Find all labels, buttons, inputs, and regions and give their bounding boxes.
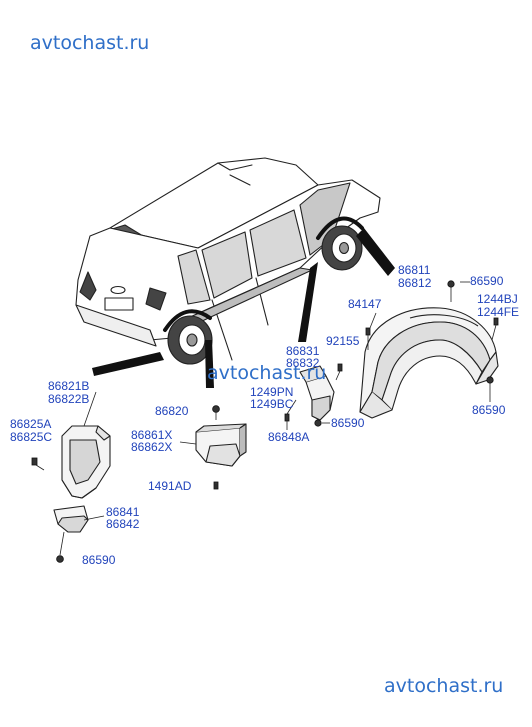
clip-86590-mid: [314, 419, 322, 427]
screw-86825A: [31, 457, 38, 466]
front-wheel-guard: [359, 307, 499, 419]
screw-1249PN: [284, 413, 290, 422]
screw-92155: [337, 363, 343, 372]
car-roof-rail: [217, 162, 253, 171]
car-side-window-front: [249, 209, 307, 277]
part-label-1249PN[interactable]: 1249PN: [250, 385, 294, 399]
car-antenna: [229, 174, 251, 186]
clip-86590-top: [447, 280, 455, 288]
part-label-86590-top[interactable]: 86590: [470, 274, 504, 288]
part-label-86831[interactable]: 86831: [286, 344, 320, 358]
part-label-86590-bottom[interactable]: 86590: [82, 553, 116, 567]
band-rear-bumper: [92, 352, 164, 376]
clip-86590-bottom: [56, 555, 64, 563]
part-label-1249BC[interactable]: 1249BC: [250, 397, 294, 411]
part-label-86822B[interactable]: 86822B: [48, 392, 90, 406]
screw-84147: [365, 327, 371, 336]
car-front-arch-guard: [316, 216, 364, 240]
part-label-84147[interactable]: 84147: [348, 297, 382, 311]
part-label-86848A[interactable]: 86848A: [268, 430, 310, 444]
leader-lines: [35, 281, 497, 556]
watermark-middle: avtochast.ru: [207, 362, 327, 384]
car-front-wheel: [321, 225, 363, 271]
part-label-86825C[interactable]: 86825C: [10, 430, 53, 444]
part-label-86832[interactable]: 86832: [286, 356, 320, 370]
part-label-92155[interactable]: 92155: [326, 334, 360, 348]
car-door-line-2: [255, 277, 269, 326]
rear-mud-flap: [53, 505, 89, 533]
car-side-window-mid: [201, 231, 253, 299]
part-label-1244BJ[interactable]: 1244BJ: [477, 292, 518, 306]
part-label-86825A[interactable]: 86825A: [10, 417, 52, 431]
band-rear-guard: [205, 340, 214, 388]
car-side-window-rear: [177, 249, 211, 305]
car-rear-wheel: [167, 315, 213, 365]
band-front-sill: [298, 262, 318, 342]
car-license-plate: [104, 297, 134, 311]
part-label-86862X[interactable]: 86862X: [131, 440, 173, 454]
part-label-86861X[interactable]: 86861X: [131, 428, 173, 442]
front-mud-guard: [299, 365, 335, 421]
rear-wheel-guard: [61, 425, 111, 499]
callout-bands: [92, 228, 395, 388]
car-rear-bumper: [75, 304, 157, 347]
part-label-86812[interactable]: 86812: [398, 276, 432, 290]
part-label-86820[interactable]: 86820: [155, 404, 189, 418]
car-tail-light-right: [145, 287, 167, 311]
part-label-86811[interactable]: 86811: [398, 263, 431, 277]
part-label-1244FE[interactable]: 1244FE: [477, 305, 520, 319]
car-tail-light-left: [79, 271, 97, 301]
clip-86590-right: [486, 376, 494, 384]
part-label-86841[interactable]: 86841: [106, 505, 140, 519]
part-label-86590-right[interactable]: 86590: [472, 403, 506, 417]
band-front-guard: [356, 228, 395, 276]
part-label-1491AD[interactable]: 1491AD: [148, 479, 192, 493]
watermark-top: avtochast.ru: [30, 32, 150, 54]
part-label-86590-mid[interactable]: 86590: [331, 416, 365, 430]
rear-mudguard-bracket: [195, 423, 247, 467]
part-label-86842[interactable]: 86842: [106, 517, 140, 531]
part-label-86821B[interactable]: 86821B: [48, 379, 90, 393]
watermark-bottom: avtochast.ru: [384, 675, 504, 697]
car-emblem: [110, 285, 126, 295]
bolt-1244BJ: [493, 317, 499, 326]
clip-86820: [212, 405, 220, 413]
car-windshield: [299, 182, 351, 256]
car-rear-arch-guard: [163, 309, 212, 332]
car-illustration: [75, 157, 381, 365]
